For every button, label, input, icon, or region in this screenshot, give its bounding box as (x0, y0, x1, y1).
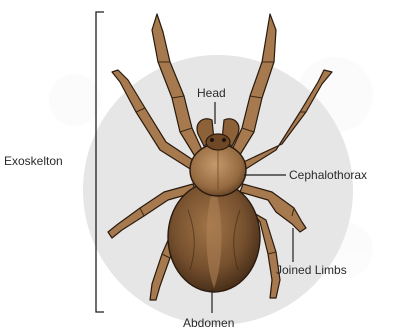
exoskeleton-label: Exoskelton (4, 154, 63, 168)
cephalothorax-label: Cephalothorax (289, 168, 367, 182)
head-label: Head (197, 86, 226, 100)
joined-limbs-label: Joined Limbs (276, 263, 347, 277)
spider-abdomen (168, 182, 260, 292)
spider-cephalothorax (190, 144, 246, 196)
abdomen-label: Abdomen (183, 316, 234, 330)
